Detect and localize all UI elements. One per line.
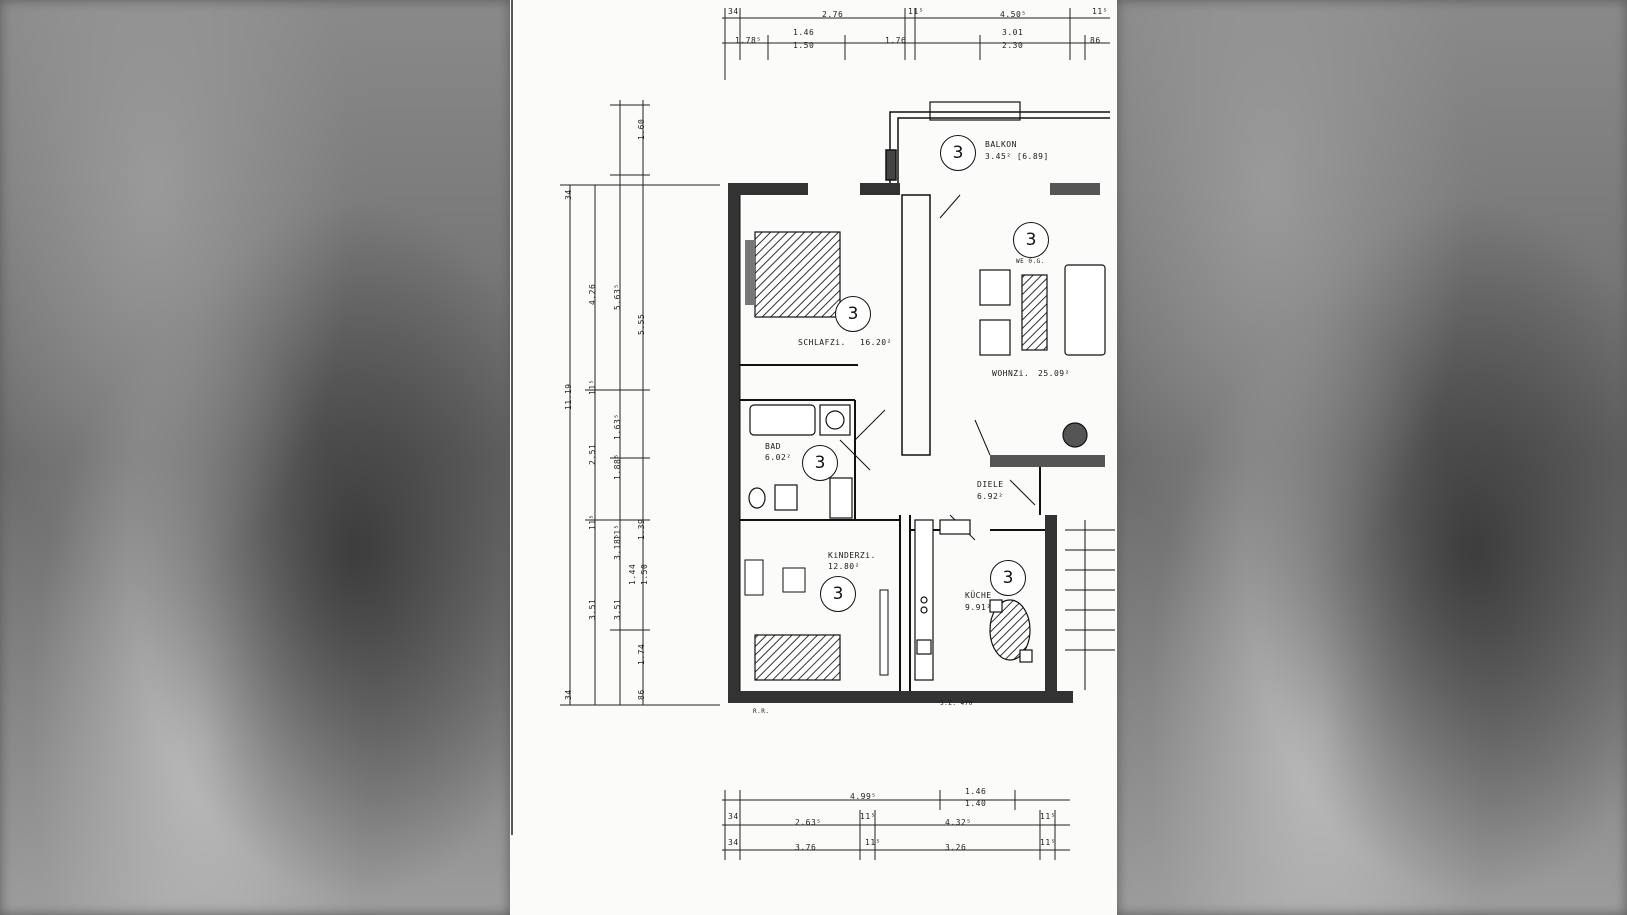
- room-area-schlafzi: 16.20²: [860, 338, 892, 347]
- dim-left-a2: 2.51: [588, 443, 597, 465]
- dim-left-c6: 1.50: [640, 563, 649, 585]
- dim-left-d1: 11⁵: [588, 379, 597, 395]
- dim-bottom-3-0: 34: [728, 838, 739, 847]
- dim-left-d5: 34: [564, 689, 573, 700]
- room-name-kueche: KÜCHE: [965, 591, 992, 600]
- dim-left-b2: 5.63⁵: [613, 283, 622, 310]
- bed-schlafzimmer: [745, 231, 841, 318]
- dim-left-b1: 3.51: [613, 598, 622, 620]
- dim-left-c4: 1.39: [637, 518, 646, 540]
- dim-top-2-1: 1.46: [793, 28, 815, 37]
- dim-top-1-2: 11⁵: [908, 7, 924, 16]
- dim-top-1-0: 34: [728, 7, 739, 16]
- blurred-background-right: [1117, 0, 1627, 915]
- floor-plan-sheet: 3 3 3 3 3 3 BALKON 3.45² [6.89] SCHLAFZi…: [510, 0, 1117, 915]
- room-name-wohnzi: WOHNZi.: [992, 369, 1030, 378]
- dimension-lines-left: [560, 100, 720, 706]
- dim-left-a3: 1.88⁵: [613, 453, 622, 480]
- dim-left-d4: 34: [564, 189, 573, 200]
- door-swings: [839, 194, 1036, 541]
- room-area-kinderzi: 12.80²: [828, 562, 860, 571]
- dim-top-1-3: 4.50⁵: [1000, 10, 1027, 19]
- dim-left-a1: 4.26: [588, 283, 597, 305]
- dim-left-c5: 1.44: [628, 563, 637, 585]
- stairs: [1065, 520, 1115, 690]
- dim-left-d3: 11⁵: [613, 524, 622, 540]
- unit-bubble-wohnzi: 3: [1013, 222, 1049, 258]
- room-area-bad: 6.02²: [765, 453, 792, 462]
- unit-bubble-kinderzi: 3: [820, 576, 856, 612]
- note-rr: R.R.: [753, 708, 770, 715]
- room-area-kueche: 9.91²: [965, 603, 992, 612]
- dim-bottom-1-0: 4.99⁵: [850, 792, 877, 801]
- dim-top-1-1: 2.76: [822, 10, 844, 19]
- dim-top-2-6: 86: [1090, 36, 1101, 45]
- dimension-lines-bottom: [722, 790, 1070, 860]
- room-name-diele: DIELE: [977, 480, 1004, 489]
- dim-top-2-3: 1.76: [885, 36, 907, 45]
- dim-bottom-3-1: 3.76: [795, 843, 817, 852]
- floor-plan-drawing: [511, 0, 1115, 860]
- dim-left-a4: 3.51: [588, 598, 597, 620]
- dim-bottom-2-1: 2.63⁵: [795, 818, 822, 827]
- dim-left-d6: 86: [637, 689, 646, 700]
- dim-bottom-1-2: 1.40: [965, 799, 987, 808]
- dim-bottom-2-4: 11⁵: [1040, 812, 1056, 821]
- dimension-lines-top: [722, 8, 1110, 80]
- dim-bottom-1-1: 1.46: [965, 787, 987, 796]
- dim-top-2-5: 2.30: [1002, 41, 1024, 50]
- dim-bottom-2-2: 11⁵: [860, 812, 876, 821]
- dim-left-c2: 1.74: [637, 643, 646, 665]
- dim-left-d2: 11⁵: [588, 514, 597, 530]
- room-name-kinderzi: KiNDERZi.: [828, 551, 876, 560]
- room-extra-wohnzi: WE 0.G.: [1016, 258, 1045, 265]
- room-name-balkon: BALKON: [985, 140, 1017, 149]
- dim-left-b3: 1.63⁵: [613, 413, 622, 440]
- bed-kinderzimmer: [744, 559, 889, 681]
- room-name-schlafzi: SCHLAFZi.: [798, 338, 846, 347]
- dim-top-2-4: 3.01: [1002, 28, 1024, 37]
- outer-walls: [728, 183, 1100, 703]
- dim-bottom-3-2: 11⁵: [865, 838, 881, 847]
- balcony-outline: [885, 101, 1110, 183]
- bath-fixtures: [748, 404, 853, 519]
- dim-bottom-3-3: 3.26: [945, 843, 967, 852]
- room-area-wohnzi: 25.09²: [1038, 369, 1070, 378]
- room-area-diele: 6.92²: [977, 492, 1004, 501]
- dim-bottom-2-0: 34: [728, 812, 739, 821]
- room-name-bad: BAD: [765, 442, 781, 451]
- dim-bottom-2-3: 4.32⁵: [945, 818, 972, 827]
- unit-bubble-balkon: 3: [940, 135, 976, 171]
- dim-left-c1: 5.55: [637, 313, 646, 335]
- dim-top-2-2: 1.50: [793, 41, 815, 50]
- dim-top-2-0: 1.78⁵: [735, 36, 762, 45]
- unit-bubble-schlafzi: 3: [835, 296, 871, 332]
- dim-top-1-4: 11⁵: [1092, 7, 1108, 16]
- room-area-balkon: 3.45² [6.89]: [985, 152, 1049, 161]
- dim-left-c3: 1.60: [637, 118, 646, 140]
- kitchen-fixtures: [914, 519, 1033, 681]
- dim-left-overall: 11.19: [564, 383, 573, 410]
- note-sz: S.Z. 470: [940, 700, 973, 707]
- unit-bubble-kueche: 3: [990, 560, 1026, 596]
- interior-walls: [740, 194, 1105, 691]
- dim-bottom-3-4: 11⁵: [1040, 838, 1056, 847]
- unit-bubble-bad: 3: [802, 445, 838, 481]
- living-room-furniture: [979, 264, 1106, 448]
- blurred-background-left: [0, 0, 510, 915]
